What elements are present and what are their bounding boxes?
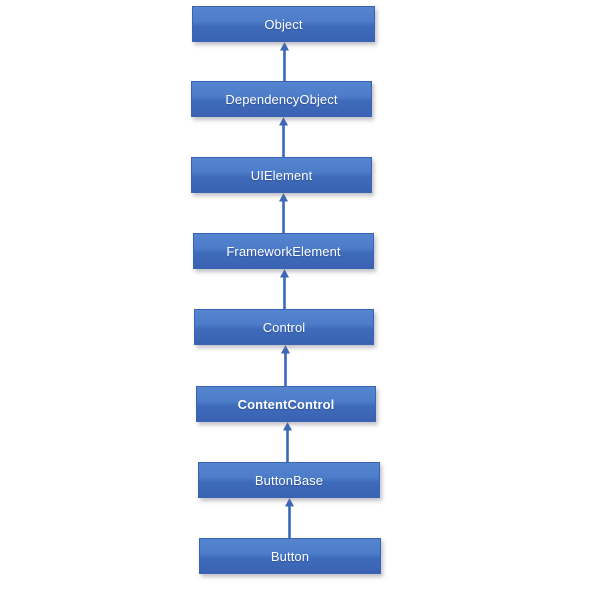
class-node-label: Object [264,16,303,32]
class-node-dependency-object[interactable]: DependencyObject [191,81,372,117]
inheritance-arrow [283,498,296,538]
class-node-object[interactable]: Object [192,6,375,42]
class-node-content-control[interactable]: ContentControl [196,386,376,422]
class-node-label: ButtonBase [254,472,324,488]
class-node-button[interactable]: Button [199,538,381,574]
class-node-label: FrameworkElement [226,243,341,259]
class-node-label: ContentControl [237,396,335,412]
class-node-label: Button [270,548,310,564]
class-node-control[interactable]: Control [194,309,374,345]
inheritance-arrow [281,422,294,462]
inheritance-arrow [277,117,290,157]
inheritance-arrow [278,42,291,81]
class-node-label: Control [262,319,306,335]
inheritance-arrow [279,345,292,386]
inheritance-arrow [278,269,291,309]
inheritance-arrow [277,193,290,233]
class-node-label: UIElement [250,167,313,183]
class-node-ui-element[interactable]: UIElement [191,157,372,193]
class-node-label: DependencyObject [225,91,338,107]
class-node-framework-element[interactable]: FrameworkElement [193,233,374,269]
class-node-button-base[interactable]: ButtonBase [198,462,380,498]
